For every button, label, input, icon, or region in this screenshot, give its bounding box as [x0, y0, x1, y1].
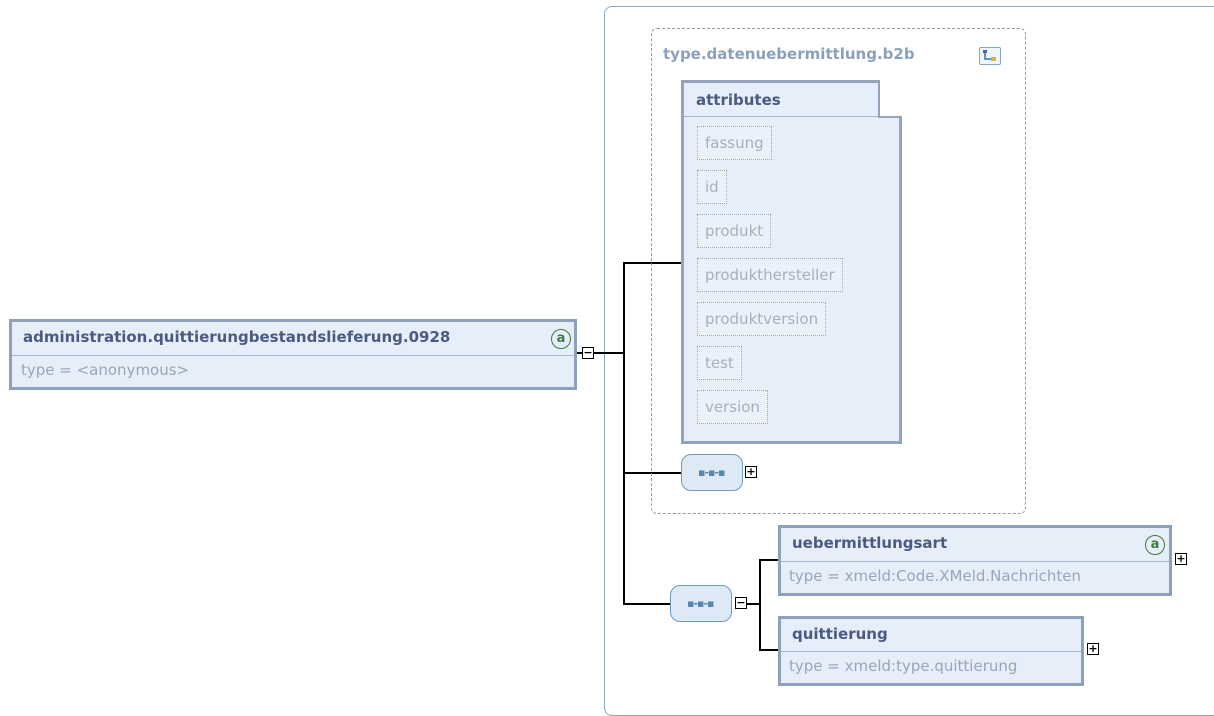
- connector-trunk: [623, 262, 625, 604]
- collapse-toggle-root[interactable]: −: [582, 346, 594, 359]
- node-separator: [781, 651, 1081, 652]
- attributes-tab: [878, 80, 902, 118]
- connector-seq2: [623, 603, 670, 605]
- element-name: quittierung: [792, 625, 888, 643]
- element-name: uebermittlungsart: [792, 534, 948, 552]
- connector-children-trunk: [759, 559, 761, 651]
- element-node-quittierung[interactable]: quittierung type = xmeld:type.quittierun…: [778, 616, 1084, 686]
- type-group-title: type.datenuebermittlung.b2b: [663, 45, 915, 63]
- node-separator: [781, 561, 1169, 562]
- attribute-item[interactable]: fassung: [697, 126, 772, 160]
- expand-toggle-uebermittlungsart[interactable]: +: [1175, 552, 1187, 565]
- connector-root: [577, 352, 625, 354]
- attributes-header: [684, 83, 899, 117]
- node-separator: [12, 355, 574, 356]
- sequence-icon: ▪-▪-▪: [687, 597, 714, 610]
- attributes-title: attributes: [696, 91, 781, 109]
- connector-attributes: [623, 262, 683, 264]
- attribute-item[interactable]: test: [697, 346, 742, 380]
- connector-seq2-out: [747, 603, 761, 605]
- attribute-item[interactable]: produktversion: [697, 302, 827, 336]
- sequence-compositor[interactable]: ▪-▪-▪: [681, 454, 743, 491]
- attribute-item[interactable]: produkt: [697, 214, 772, 248]
- sequence-compositor[interactable]: ▪-▪-▪: [670, 585, 732, 622]
- sequence-icon: ▪-▪-▪: [698, 466, 725, 479]
- connector-child2: [759, 649, 779, 651]
- root-element-type: type = <anonymous>: [21, 361, 190, 379]
- type-group-box: [651, 28, 1026, 514]
- attribute-item[interactable]: version: [697, 390, 768, 424]
- attribute-icon: a: [551, 329, 571, 349]
- connector-seq1: [623, 472, 683, 474]
- type-icon: [979, 47, 1001, 65]
- collapse-toggle-sequence[interactable]: −: [735, 596, 747, 609]
- attribute-item[interactable]: produkthersteller: [697, 258, 843, 292]
- element-type: type = xmeld:Code.XMeld.Nachrichten: [789, 567, 1082, 585]
- element-type: type = xmeld:type.quittierung: [789, 657, 1018, 675]
- root-element-node[interactable]: administration.quittierungbestandsliefer…: [9, 319, 577, 390]
- expand-toggle-quittierung[interactable]: +: [1087, 642, 1099, 655]
- expand-toggle-sequence[interactable]: +: [745, 465, 757, 478]
- root-element-name: administration.quittierungbestandsliefer…: [23, 328, 451, 346]
- attribute-icon: a: [1145, 535, 1165, 555]
- element-node-uebermittlungsart[interactable]: uebermittlungsart a type = xmeld:Code.XM…: [778, 525, 1172, 596]
- attribute-item[interactable]: id: [697, 170, 727, 204]
- connector-child1: [759, 559, 779, 561]
